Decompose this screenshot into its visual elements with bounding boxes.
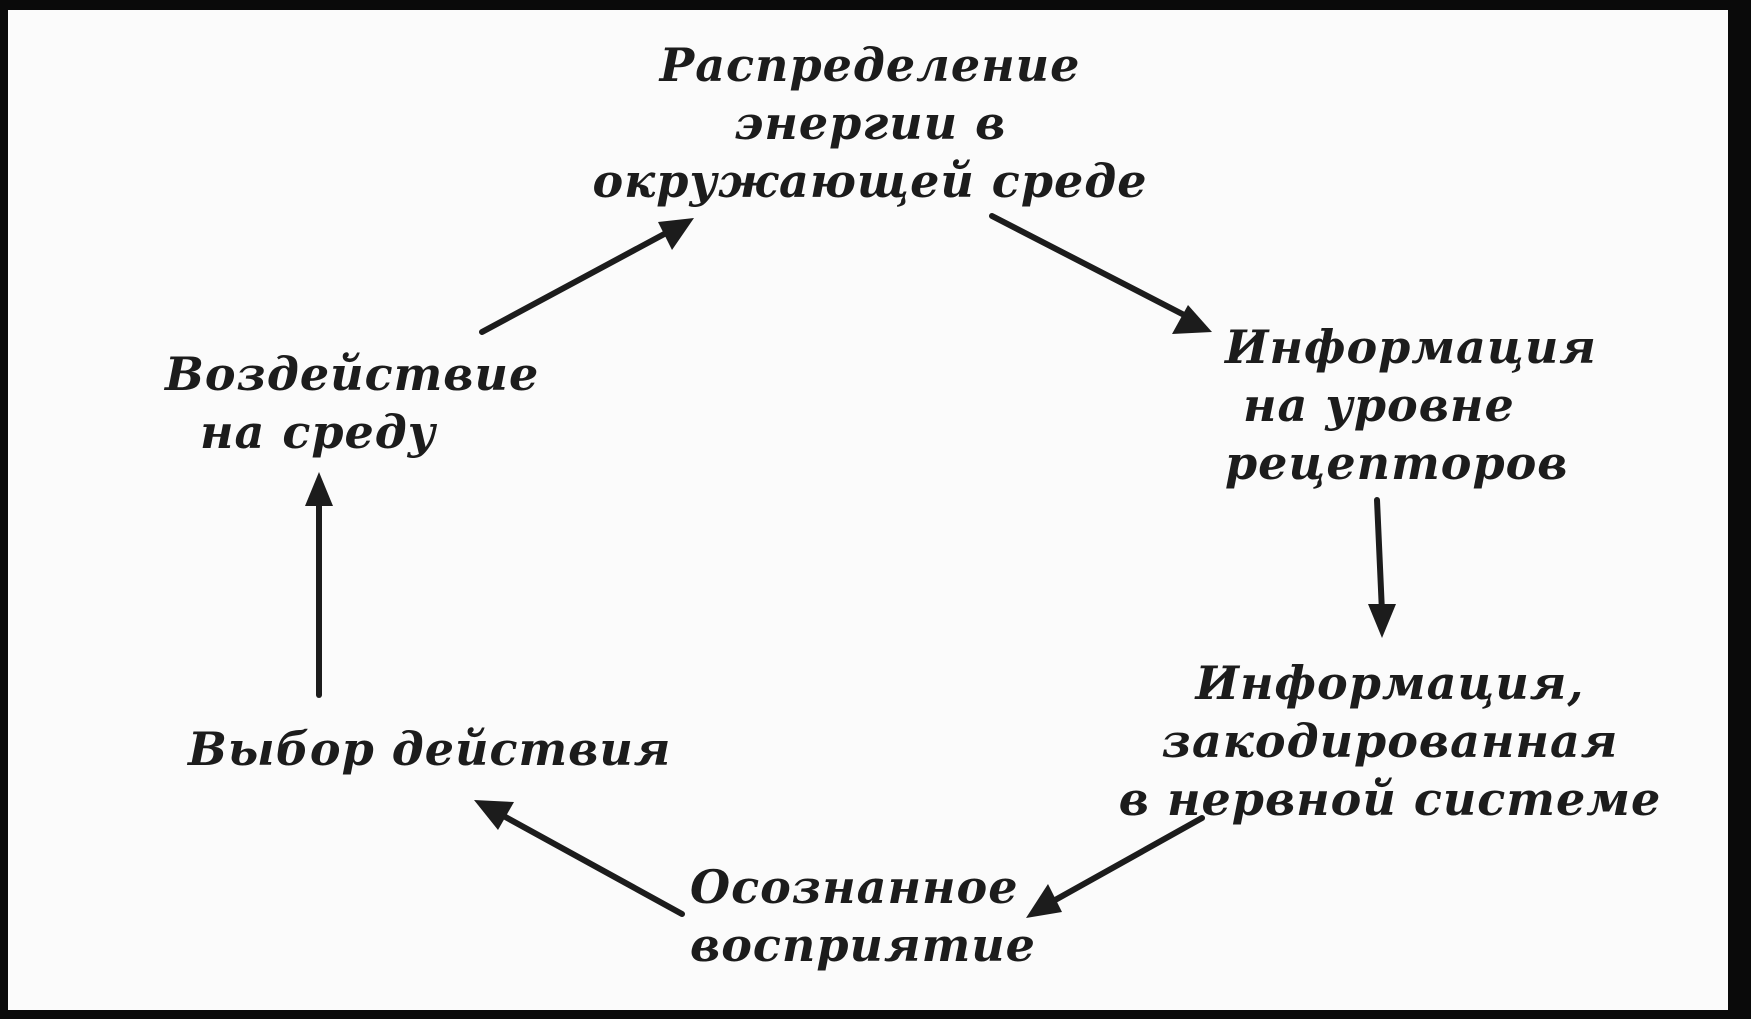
node-choice-line-1: Выбор действия — [188, 722, 672, 776]
node-encoded-line-1: Информация, — [1195, 656, 1585, 710]
node-encoded-information: Информация, закодированная в нервной сис… — [1100, 654, 1680, 828]
node-energy-line-2: энергии в — [733, 96, 1007, 150]
node-action-line-2: на среду — [200, 405, 437, 459]
node-energy-line-1: Распределение — [659, 38, 1081, 92]
node-conscious-perception: Осознанное восприятие — [690, 858, 1070, 974]
node-encoded-line-3: в нервной системе — [1118, 772, 1662, 826]
node-action-line-1: Воздействие — [165, 347, 540, 401]
node-action-on-environment: Воздействие на среду — [165, 345, 585, 461]
node-energy-distribution: Распределение энергии в окружающей среде — [560, 36, 1180, 210]
node-receptor-information: Информация на уровне рецепторов — [1225, 318, 1665, 492]
node-perception-line-2: восприятие — [690, 918, 1036, 972]
node-perception-line-1: Осознанное — [690, 860, 1019, 914]
node-encoded-line-2: закодированная — [1161, 714, 1619, 768]
arrow-choice-to-action — [305, 472, 333, 698]
arrow-encoded-to-perception — [1026, 815, 1205, 918]
diagram-sheet — [8, 10, 1728, 1010]
arrow-perception-to-choice — [474, 800, 685, 917]
arrow-action-to-energy — [479, 218, 694, 335]
node-energy-line-3: окружающей среде — [592, 154, 1148, 208]
node-receptors-line-2: на уровне — [1243, 378, 1515, 432]
node-choice-of-action: Выбор действия — [188, 720, 672, 778]
node-receptors-line-1: Информация — [1225, 320, 1597, 374]
node-receptors-line-3: рецепторов — [1225, 436, 1569, 490]
arrow-receptors-to-encoded — [1368, 497, 1396, 638]
arrow-energy-to-receptors — [989, 213, 1212, 334]
